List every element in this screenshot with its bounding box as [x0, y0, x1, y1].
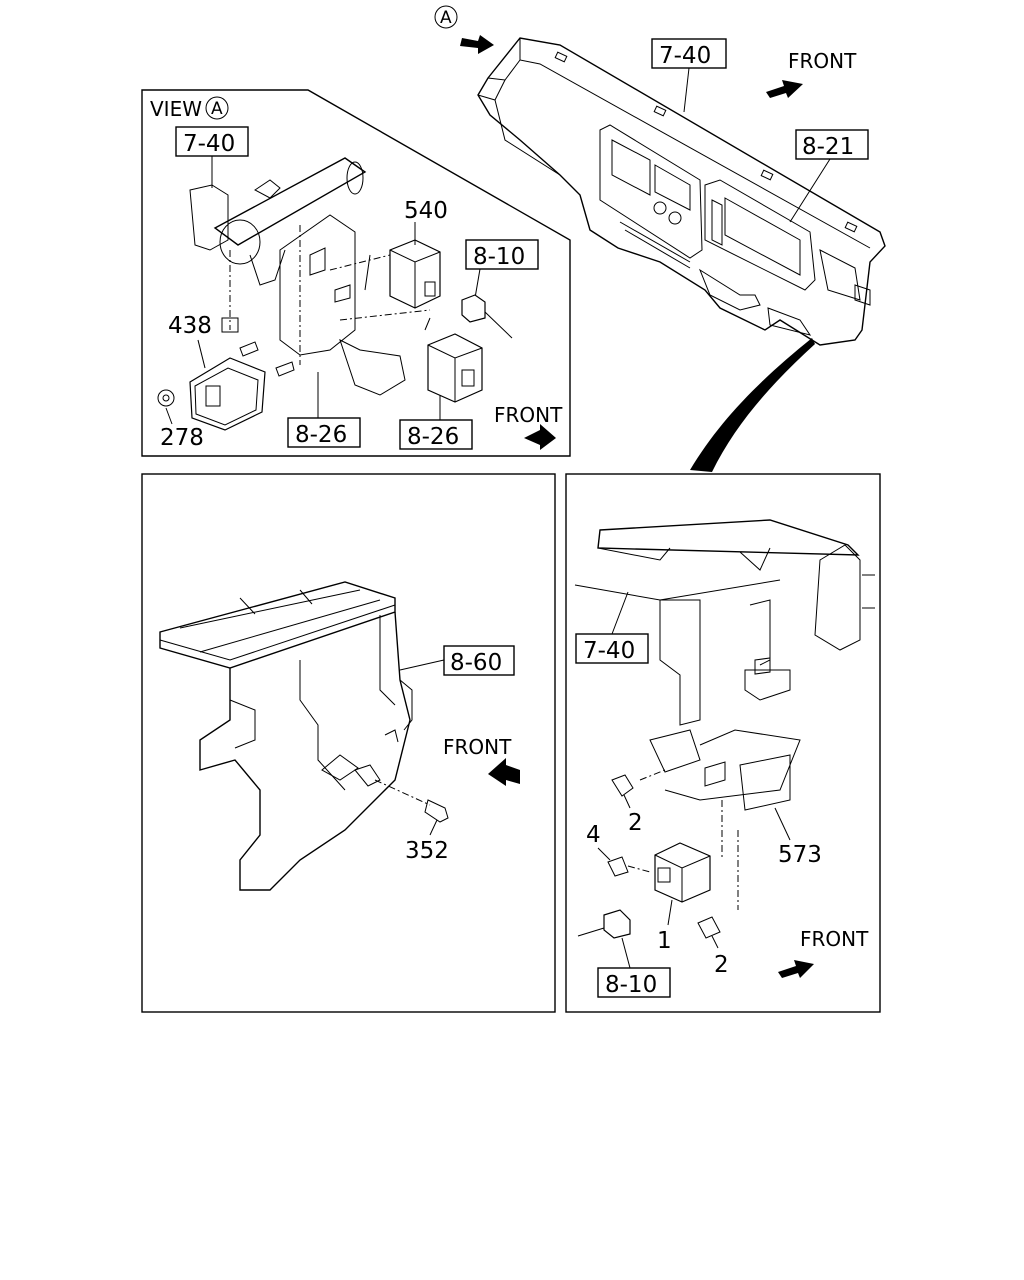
label-br-1: 1	[657, 928, 672, 954]
top-labels: 7-40 FRONT 8-21	[651, 38, 869, 223]
view-a-arrow-icon	[460, 35, 494, 54]
ref-va-8-10: 8-10	[473, 244, 525, 270]
label-573: 573	[778, 842, 822, 868]
ref-bl-8-60: 8-60	[450, 650, 502, 676]
ref-va-8-26-right: 8-26	[407, 424, 459, 450]
ref-box-va-8-10	[465, 239, 539, 270]
ref-box-top-8-21	[795, 129, 869, 160]
ref-box-bl-8-60	[443, 645, 515, 676]
dashboard-assembly: A	[434, 5, 886, 472]
label-540: 540	[404, 198, 448, 224]
bl-front-label: FRONT	[443, 735, 512, 759]
top-front-label: FRONT	[788, 49, 857, 73]
label-278: 278	[160, 425, 204, 451]
br-front-arrow-icon	[778, 960, 814, 978]
ref-box-va-8-26-left	[287, 417, 361, 448]
view-a-circle-label: A	[211, 99, 223, 119]
ref-box-br-7-40	[575, 633, 649, 664]
ref-box-top-7-40	[651, 38, 727, 69]
br-front-label: FRONT	[800, 927, 869, 951]
ref-top-7-40: 7-40	[659, 43, 711, 69]
va-front-arrow-icon	[524, 424, 556, 450]
view-a-panel: VIEW A 7-40 540 8-10	[141, 89, 571, 457]
ref-br-8-10: 8-10	[605, 972, 657, 998]
heater-unit-panel: 352 8-60 FRONT	[141, 473, 556, 1013]
label-438: 438	[168, 313, 212, 339]
top-front-arrow-icon	[766, 80, 803, 98]
bl-front-arrow-icon	[488, 758, 520, 786]
ref-top-8-21: 8-21	[802, 134, 854, 160]
ref-br-7-40: 7-40	[583, 638, 635, 664]
ref-va-7-40: 7-40	[183, 131, 235, 157]
ref-box-br-8-10	[597, 967, 671, 998]
va-front-label: FRONT	[494, 403, 563, 427]
view-a-label: VIEW	[150, 97, 202, 121]
label-br-2-top: 2	[628, 810, 643, 836]
ref-va-8-26-left: 8-26	[295, 422, 347, 448]
callout-a-label: A	[440, 8, 452, 28]
relay-bracket-panel: 2 1 4 2 573 7-40 8-10 FRONT	[565, 473, 881, 1013]
label-br-4: 4	[586, 822, 601, 848]
label-352: 352	[405, 838, 449, 864]
ref-box-va-8-26-right	[399, 419, 473, 450]
label-br-2-bottom: 2	[714, 952, 729, 978]
